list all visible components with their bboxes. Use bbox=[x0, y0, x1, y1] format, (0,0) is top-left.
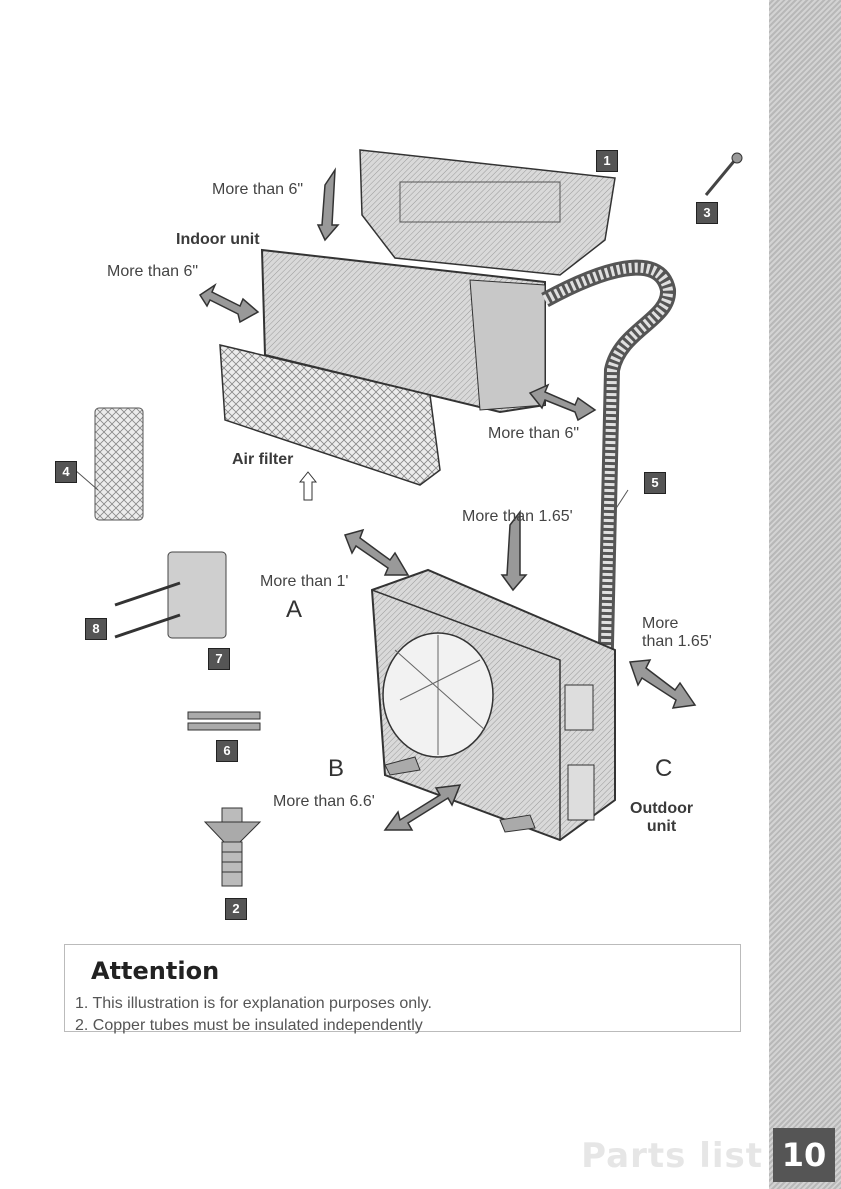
side-tab-strip bbox=[769, 0, 841, 1189]
part-number-badge: 6 bbox=[216, 740, 238, 762]
arrow-indoor-side bbox=[200, 285, 258, 322]
part-number-badge: 4 bbox=[55, 461, 77, 483]
section-title: Parts list bbox=[581, 1136, 763, 1176]
arrow-indoor-top bbox=[318, 170, 338, 240]
arrow-indoor-right bbox=[530, 385, 595, 420]
part-number-badge: 7 bbox=[208, 648, 230, 670]
part-number-badge: 1 bbox=[596, 150, 618, 172]
arrow-outdoor-back bbox=[345, 530, 408, 575]
part-number-badge: 8 bbox=[85, 618, 107, 640]
part-number-badge: 3 bbox=[696, 202, 718, 224]
screw-part-3 bbox=[706, 153, 742, 195]
indoor-side-clearance-label: More than 6" bbox=[107, 263, 198, 281]
letter-a: A bbox=[286, 597, 302, 623]
outdoor-side-clearance-label: More than 1.65' bbox=[642, 615, 712, 650]
letter-b: B bbox=[328, 756, 344, 782]
wall-anchor bbox=[205, 808, 260, 886]
attention-box: Attention 1. This illustration is for ex… bbox=[64, 944, 741, 1032]
remote-holder bbox=[168, 552, 226, 638]
part-number-badge: 2 bbox=[225, 898, 247, 920]
arrow-outdoor-front bbox=[385, 785, 460, 830]
indoor-unit-label: Indoor unit bbox=[176, 231, 260, 249]
attention-note: 2. Copper tubes must be insulated indepe… bbox=[75, 1017, 423, 1035]
part-number-badge: 5 bbox=[644, 472, 666, 494]
attention-note: 1. This illustration is for explanation … bbox=[75, 995, 432, 1013]
arrow-air-filter bbox=[300, 472, 316, 500]
arrow-outdoor-side bbox=[630, 660, 695, 708]
outdoor-unit bbox=[372, 570, 615, 840]
outdoor-back-clearance-label: More than 1' bbox=[260, 573, 348, 591]
indoor-right-clearance-label: More than 6" bbox=[488, 425, 579, 443]
indoor-top-clearance-label: More than 6" bbox=[212, 181, 303, 199]
outdoor-unit-label: Outdoor unit bbox=[630, 800, 693, 835]
air-filter-label: Air filter bbox=[232, 451, 293, 469]
mounting-plate bbox=[360, 150, 615, 275]
seal-strip bbox=[188, 712, 260, 719]
attention-title: Attention bbox=[91, 957, 219, 985]
outdoor-front-clearance-label: More than 6.6' bbox=[273, 793, 375, 811]
page-number: 10 bbox=[773, 1128, 835, 1182]
outdoor-top-clearance-label: More than 1.65' bbox=[462, 508, 573, 526]
letter-c: C bbox=[655, 756, 672, 782]
remote-control bbox=[95, 408, 143, 520]
